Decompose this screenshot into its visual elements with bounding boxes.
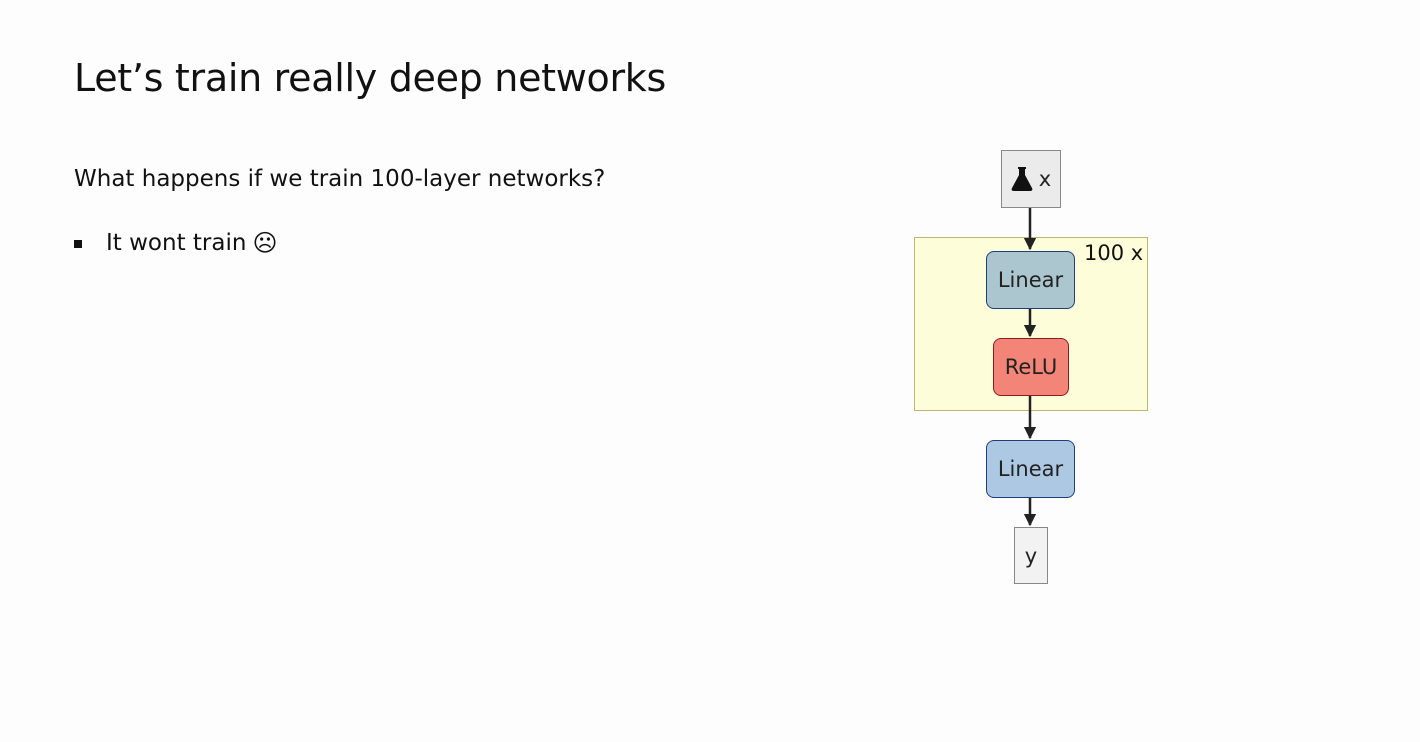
linear-node-2: Linear xyxy=(986,440,1075,498)
input-node-label: x xyxy=(1038,167,1052,191)
output-node-label: y xyxy=(1024,543,1038,568)
linear-node-2-label: Linear xyxy=(997,457,1064,481)
output-node-y: y xyxy=(1014,527,1048,584)
linear-node-1-label: Linear xyxy=(997,268,1064,292)
linear-node-1: Linear xyxy=(986,251,1075,309)
relu-node-label: ReLU xyxy=(1004,355,1058,379)
question-text: What happens if we train 100-layer netwo… xyxy=(74,166,606,192)
input-node-x: x xyxy=(1001,150,1061,208)
repeat-group-label: 100 x xyxy=(1084,241,1144,265)
flask-icon xyxy=(1011,167,1033,191)
bullet-text: It wont train xyxy=(106,230,247,256)
relu-node: ReLU xyxy=(993,338,1069,396)
square-bullet-icon xyxy=(74,240,82,248)
slide-title: Let’s train really deep networks xyxy=(74,56,666,100)
bullet-item: It wont train ☹ xyxy=(74,229,277,257)
bullet-list: It wont train ☹ xyxy=(74,229,277,257)
frowning-face-icon: ☹ xyxy=(252,229,278,257)
